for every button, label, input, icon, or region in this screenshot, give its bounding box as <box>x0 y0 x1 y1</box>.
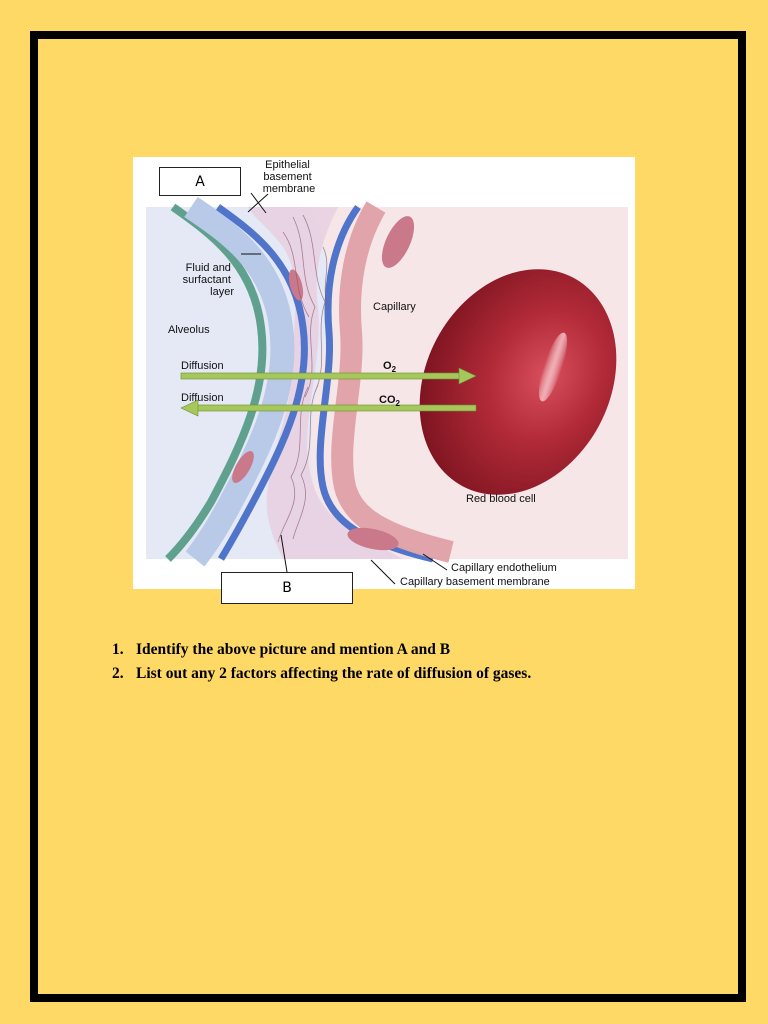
capillary-endothelium <box>331 201 454 563</box>
epithelial-basement-membrane <box>215 204 308 561</box>
label-capillary-basement-membrane: Capillary basement membrane <box>400 576 550 588</box>
question-list: 1. Identify the above picture and mention… <box>112 638 531 686</box>
rbc-highlight <box>538 332 568 402</box>
endothelial-nucleus <box>347 527 399 551</box>
answer-box-a-label: A <box>195 173 205 190</box>
answer-box-b-label: B <box>282 580 292 596</box>
interstitial-fibers <box>277 214 330 543</box>
question-text: List out any 2 factors affecting the rat… <box>136 665 532 682</box>
label-alveolus: Alveolus <box>168 324 210 336</box>
interstitial-space <box>248 207 403 559</box>
label-co2: CO2 <box>379 394 401 408</box>
leader-lines <box>241 192 448 585</box>
endothelial-nucleus <box>381 216 415 268</box>
label-o2: O2 <box>383 360 397 374</box>
co2-diffusion-arrow <box>180 399 477 417</box>
question-item: 2. List out any 2 factors affecting the r… <box>112 662 531 686</box>
o2-diffusion-arrow <box>180 367 477 385</box>
label-red-blood-cell: Red blood cell <box>466 493 536 505</box>
label-capillary-endothelium: Capillary endothelium <box>451 562 557 574</box>
alveolar-epithelium <box>165 203 267 562</box>
answer-box-a: A <box>159 167 241 196</box>
epithelial-nucleus <box>232 451 254 483</box>
red-blood-cell-shape <box>419 269 617 495</box>
question-number: 1. <box>112 641 124 658</box>
fluid-surfactant-layer <box>184 197 295 567</box>
question-number: 2. <box>112 665 124 682</box>
label-capillary: Capillary <box>373 301 416 313</box>
respiratory-membrane-diagram: Epithelial basement membrane Fluid and s… <box>133 157 635 589</box>
question-item: 1. Identify the above picture and mention… <box>112 638 531 662</box>
page-border <box>30 31 746 1002</box>
label-diffusion-out: Diffusion <box>181 392 224 404</box>
answer-box-b: B <box>221 572 353 604</box>
question-text: Identify the above picture and mention A… <box>136 641 451 658</box>
label-diffusion-in: Diffusion <box>181 360 224 372</box>
label-epithelial-basement-membrane: Epithelial basement membrane <box>263 159 316 195</box>
diagram-svg: Epithelial basement membrane Fluid and s… <box>146 159 628 588</box>
label-fluid-surfactant-layer: Fluid and surfactant layer <box>183 262 235 298</box>
